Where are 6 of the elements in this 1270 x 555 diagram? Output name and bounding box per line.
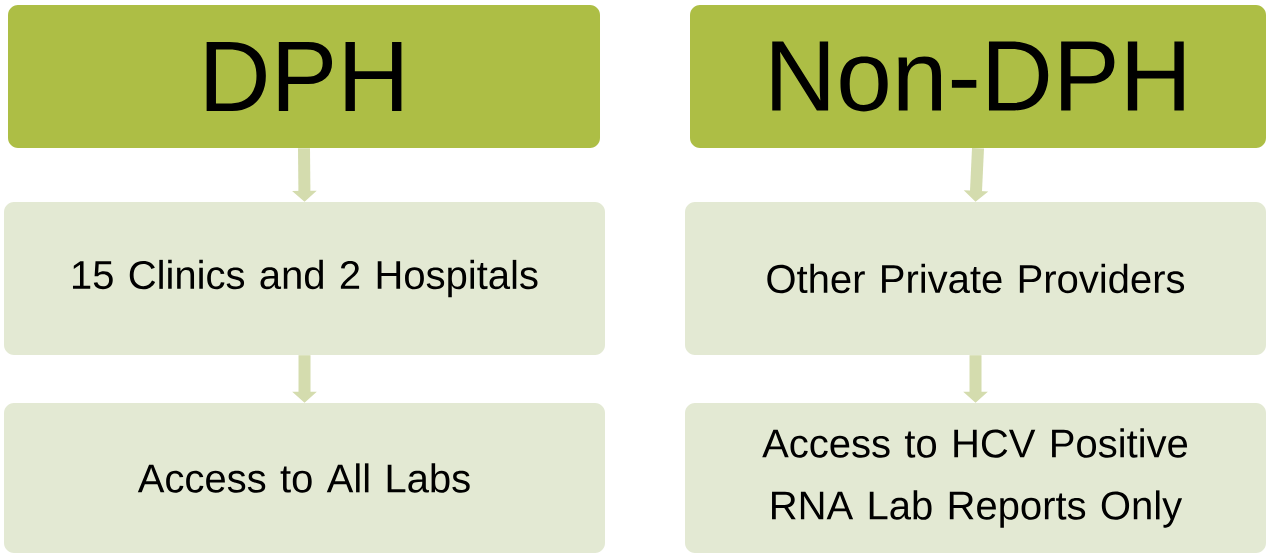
content-box: 15 Clinics and 2 Hospitals <box>4 202 605 355</box>
content-box: Other Private Providers <box>685 202 1266 355</box>
head-box: DPH <box>8 5 600 148</box>
head-box: Non-DPH <box>690 5 1266 148</box>
content-box: Access to HCV Positive RNA Lab Reports Only <box>685 403 1266 553</box>
content-box: Access to All Labs <box>4 403 605 553</box>
